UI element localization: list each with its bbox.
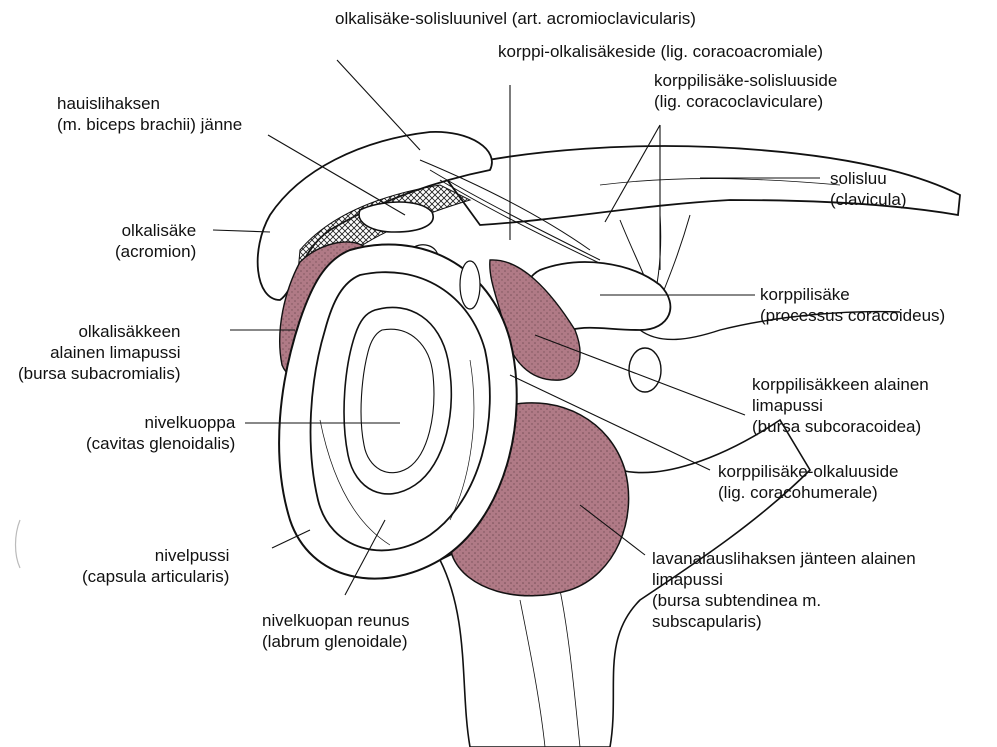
label-subcoracoid-bursa: korppilisäkkeen alainen limapussi (bursa… xyxy=(752,374,929,437)
label-coracoclavicular-ligament: korppilisäke-solisluuside (lig. coracocl… xyxy=(654,70,837,112)
label-subscapular-bursa: lavanalauslihaksen jänteen alainen limap… xyxy=(652,548,916,632)
label-biceps-tendon: hauislihaksen (m. biceps brachii) jänne xyxy=(57,93,242,135)
label-acromion: olkalisäke (acromion) xyxy=(115,220,196,262)
edge-mark xyxy=(16,520,21,568)
label-subacromial-bursa: olkalisäkkeen alainen limapussi (bursa s… xyxy=(18,321,181,384)
scapular-notch xyxy=(629,348,661,392)
label-glenoid-labrum: nivelkuopan reunus (labrum glenoidale) xyxy=(262,610,409,652)
label-coracoacromial-ligament: korppi-olkalisäkeside (lig. coracoacromi… xyxy=(498,41,823,62)
label-coracohumeral-ligament: korppilisäke-olkaluuside (lig. coracohum… xyxy=(718,461,898,503)
label-acromioclavicular-joint: olkalisäke-solisluunivel (art. acromiocl… xyxy=(335,8,696,29)
label-glenoid-cavity: nivelkuoppa (cavitas glenoidalis) xyxy=(86,412,235,454)
biceps-tendon xyxy=(359,202,433,232)
label-joint-capsule: nivelpussi (capsula articularis) xyxy=(82,545,229,587)
label-coracoid-process: korppilisäke (processus coracoideus) xyxy=(760,284,945,326)
capsule-opening xyxy=(460,261,480,309)
label-clavicle: solisluu (clavicula) xyxy=(830,168,907,210)
